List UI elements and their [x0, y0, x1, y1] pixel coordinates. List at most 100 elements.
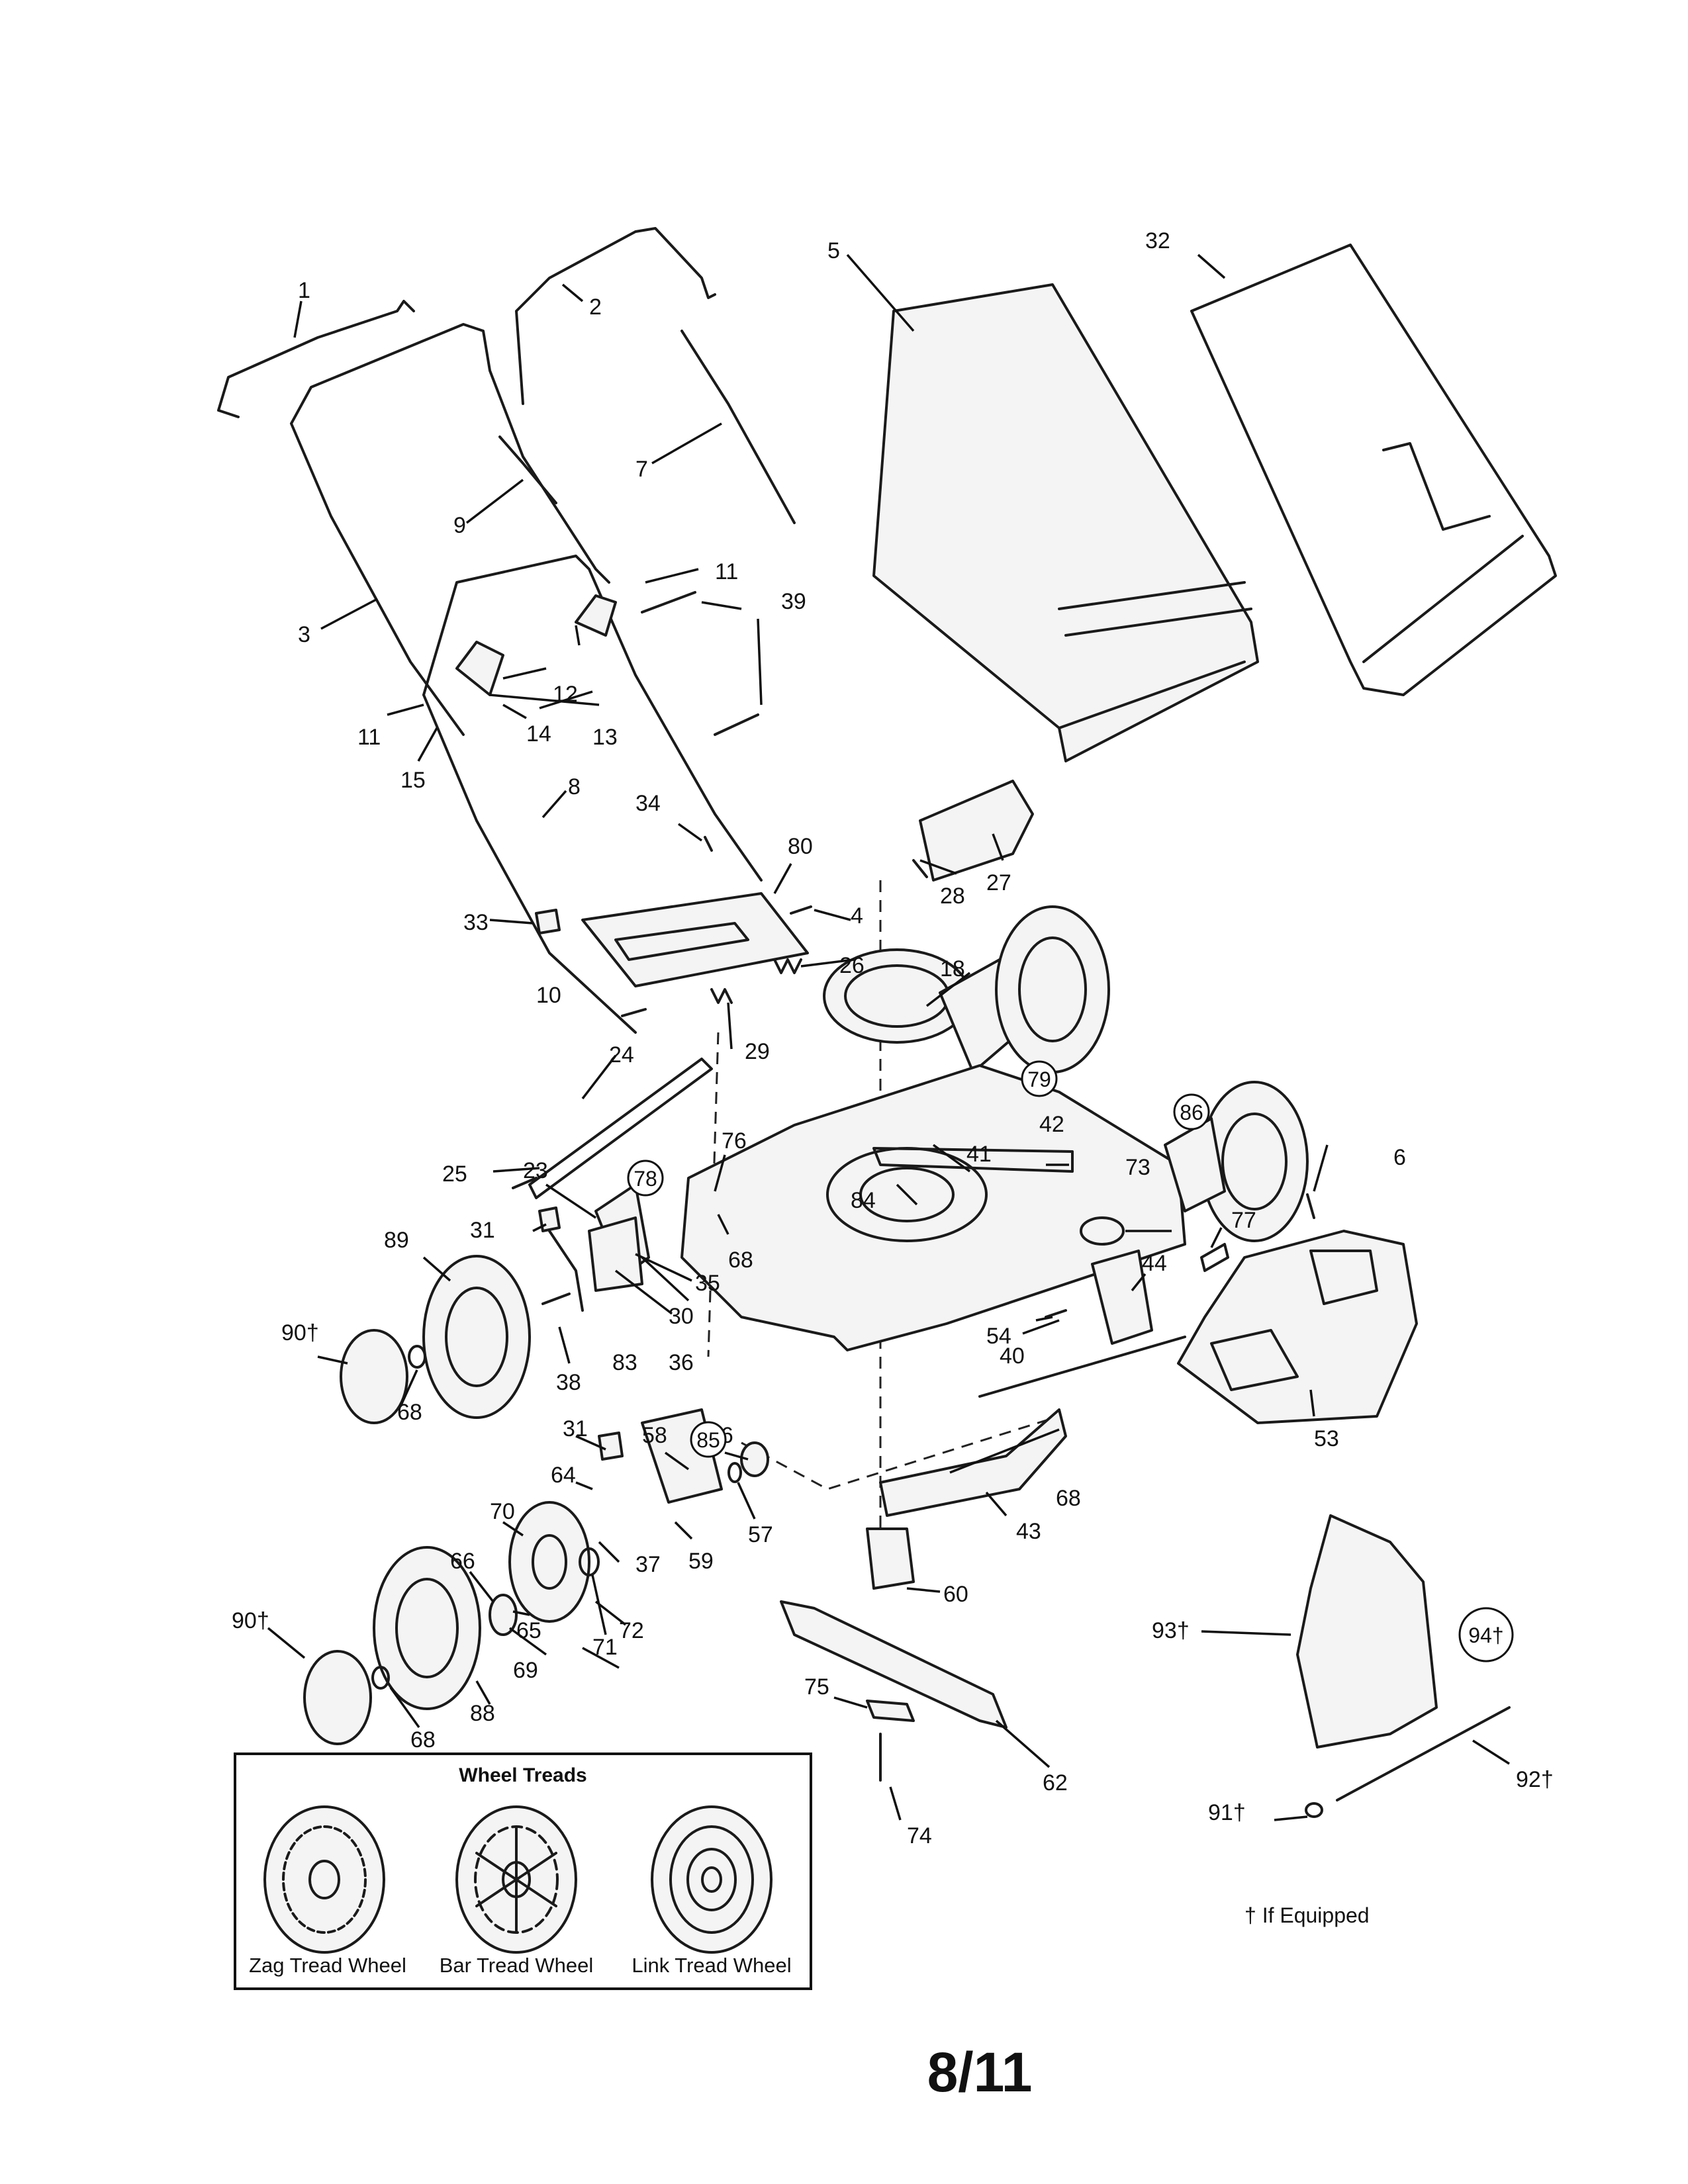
- callout-53: 53: [1314, 1426, 1339, 1451]
- callout-68-deck: 68: [728, 1248, 753, 1273]
- link-tread-wheel-label: Link Tread Wheel: [632, 1954, 791, 1977]
- callout-94: 94†: [1468, 1623, 1503, 1647]
- gear-wheel-70-hub: [532, 1534, 567, 1590]
- callout-1: 1: [298, 278, 310, 303]
- callout-31-lower: 31: [563, 1416, 588, 1441]
- rear-deflector: [919, 780, 1034, 882]
- callout-42: 42: [1039, 1112, 1064, 1137]
- callout-39: 39: [781, 589, 806, 614]
- if-equipped-footnote: † If Equipped: [1244, 1903, 1370, 1927]
- pin-10: [621, 1008, 647, 1017]
- washer-71: [579, 1547, 600, 1576]
- height-adjuster-plate: [588, 1216, 643, 1292]
- callout-12: 12: [553, 682, 578, 707]
- cable-clip: [498, 435, 557, 504]
- callout-79: 79: [1027, 1068, 1051, 1091]
- callout-75: 75: [804, 1674, 829, 1700]
- hex-nut-front: [371, 1666, 390, 1690]
- front-wheel-left: [373, 1546, 481, 1710]
- handle-plate: [581, 892, 809, 987]
- callout-90-front: 90†: [232, 1608, 269, 1633]
- callout-65: 65: [516, 1618, 541, 1643]
- legend-frame: [234, 1752, 812, 1990]
- callout-15: 15: [400, 768, 426, 793]
- gear-wheel-70: [508, 1501, 590, 1623]
- callout-33: 33: [463, 910, 489, 935]
- handle-bolt-lower: [714, 713, 759, 736]
- callout-31-upper: 31: [470, 1218, 495, 1243]
- zag-tread-wheel-icon: [263, 1805, 385, 1954]
- callout-91: 91†: [1208, 1800, 1246, 1825]
- callout-76: 76: [722, 1128, 747, 1154]
- drive-pulley: [1080, 1216, 1125, 1246]
- callout-2: 2: [589, 295, 602, 320]
- callout-8: 8: [568, 774, 581, 799]
- callout-41: 41: [966, 1142, 992, 1167]
- handle-knob-upper: [575, 594, 617, 637]
- transmission: [1091, 1250, 1153, 1345]
- pinion-gear: [489, 1594, 518, 1636]
- torsion-spring-29: [710, 988, 733, 1004]
- axle-spacer: [1200, 1243, 1229, 1272]
- zag-tread-wheel-label: Zag Tread Wheel: [249, 1954, 406, 1977]
- callout-9: 9: [453, 513, 466, 538]
- hub-cap-front: [303, 1650, 372, 1745]
- link-tread-wheel-icon: [651, 1805, 773, 1954]
- wing-knob-33: [535, 909, 561, 934]
- front-wheel-left-hub: [395, 1578, 459, 1678]
- callout-10: 10: [536, 983, 561, 1008]
- front-height-adjuster-knob: [598, 1432, 624, 1461]
- callout-44: 44: [1142, 1251, 1167, 1276]
- handle-bolt-upper: [641, 591, 696, 614]
- callout-11-lower: 11: [357, 725, 381, 750]
- callout-38: 38: [556, 1370, 581, 1395]
- callout-14: 14: [526, 721, 551, 747]
- bearing-56: [740, 1441, 769, 1477]
- callout-23: 23: [523, 1158, 548, 1183]
- callout-86: 86: [1180, 1101, 1203, 1124]
- alignment-line-diagonal: [741, 1415, 1060, 1490]
- front-wheel-right-hub: [1221, 1113, 1288, 1210]
- callout-64: 64: [551, 1463, 576, 1488]
- callout-18: 18: [940, 956, 965, 981]
- legend-title: Wheel Treads: [459, 1764, 586, 1786]
- callout-36: 36: [669, 1350, 694, 1375]
- callout-35: 35: [695, 1271, 720, 1296]
- rear-skirt: [879, 1408, 1067, 1517]
- callout-57: 57: [748, 1522, 773, 1547]
- callout-labels: 1 2 3 4 5 6 7 8 9 11 11 12 13 14 15 18 2…: [232, 228, 1554, 1848]
- hex-nut-rear: [408, 1345, 426, 1369]
- wheel-treads-legend: Wheel Treads Zag Tread Wheel Bar Tread W…: [234, 1752, 812, 1990]
- callout-34: 34: [635, 791, 661, 816]
- control-cable: [680, 330, 796, 524]
- callout-83: 83: [612, 1350, 637, 1375]
- pin-4: [790, 905, 812, 915]
- drive-belt: [872, 1147, 1074, 1173]
- callout-43: 43: [1016, 1519, 1041, 1544]
- front-cover: [1177, 1230, 1418, 1424]
- callout-74: 74: [907, 1823, 932, 1848]
- rear-wheel-left-hub: [445, 1287, 508, 1387]
- deck-motor-mount-inner: [859, 1167, 955, 1222]
- callout-62: 62: [1043, 1770, 1068, 1796]
- wing-nut-91: [1305, 1802, 1323, 1818]
- callout-26: 26: [839, 953, 865, 978]
- deflector-hinge-pin: [912, 859, 928, 878]
- handle-knob-lower: [455, 641, 504, 696]
- callout-58: 58: [642, 1423, 667, 1448]
- callout-68-front: 68: [410, 1727, 436, 1752]
- bar-tread-wheel-icon: [455, 1805, 577, 1954]
- grass-catcher-bag: [872, 283, 1259, 762]
- height-adjuster-lever: [548, 1230, 584, 1312]
- height-adjuster-knob: [538, 1206, 561, 1232]
- callout-13: 13: [592, 725, 618, 750]
- callout-85: 85: [696, 1428, 720, 1452]
- hub-cap-rear: [340, 1329, 408, 1424]
- callout-73: 73: [1125, 1155, 1150, 1180]
- callout-80: 80: [788, 834, 813, 859]
- callout-24: 24: [609, 1042, 634, 1068]
- callout-29: 29: [745, 1039, 770, 1064]
- drive-axle: [978, 1336, 1186, 1398]
